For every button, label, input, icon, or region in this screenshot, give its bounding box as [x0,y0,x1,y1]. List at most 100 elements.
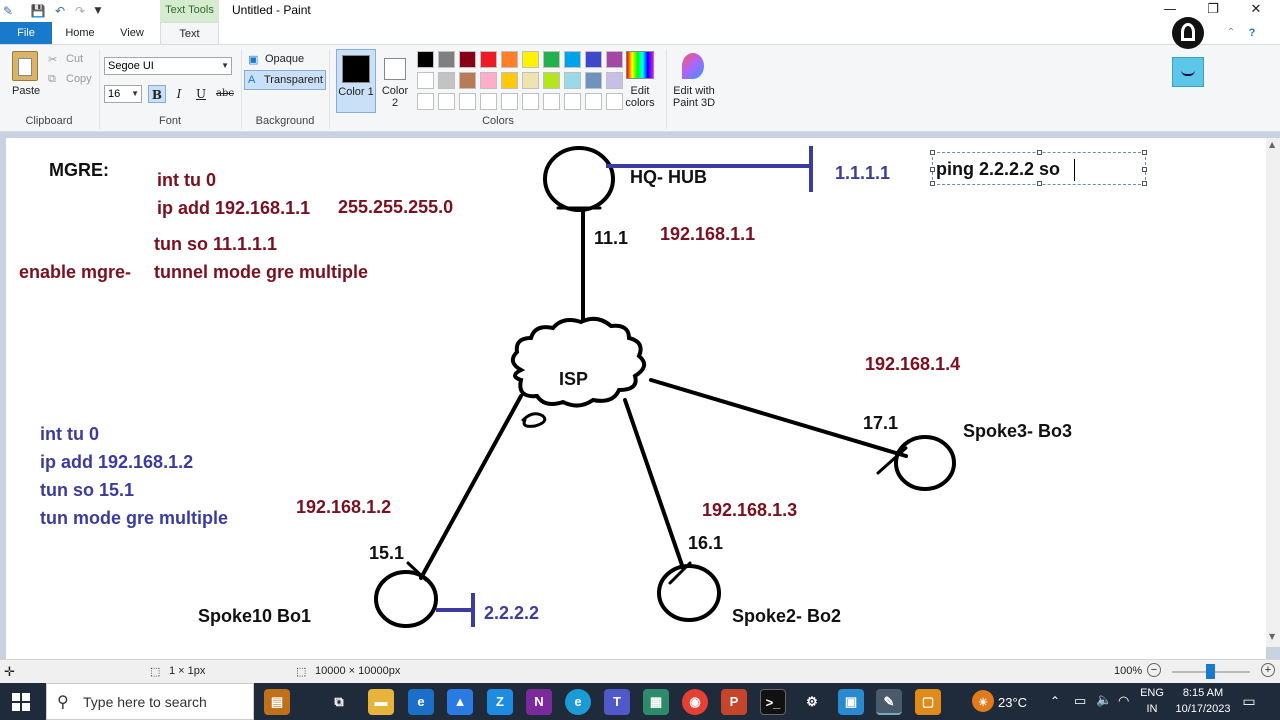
tab-home[interactable]: Home [65,27,95,39]
palette-swatch[interactable] [522,93,539,110]
tab-text[interactable]: Text [160,22,219,44]
paint3d-icon[interactable] [682,53,704,79]
screen-capture-icon[interactable] [1172,57,1204,87]
tray-overflow-icon[interactable]: ⌃ [1050,694,1061,708]
palette-swatch[interactable] [480,93,497,110]
palette-swatch[interactable] [438,51,455,68]
vertical-scrollbar[interactable]: ▲ ▼ [1266,138,1280,647]
minimize-button[interactable]: — [1163,2,1177,17]
font-family-select[interactable]: Segoe UI ▼ [104,57,232,75]
notifications-icon[interactable]: ▭ [1242,693,1256,709]
palette-swatch[interactable] [501,93,518,110]
resize-handle[interactable] [1142,167,1147,172]
palette-swatch[interactable] [417,72,434,89]
palette-swatch[interactable] [501,51,518,68]
palette-swatch[interactable] [543,93,560,110]
underline-button[interactable]: U [195,87,207,101]
strikethrough-button[interactable]: abc [216,88,234,99]
resize-handle[interactable] [930,181,935,186]
volume-icon[interactable]: 🔈 [1096,692,1113,707]
resize-handle[interactable] [1142,181,1147,186]
network-app-icon[interactable]: ▣ [838,689,864,715]
windows-start-icon[interactable] [12,693,30,711]
save-icon[interactable]: 💾 [30,4,46,18]
font-size-select[interactable]: 16 ▼ [104,85,142,103]
palette-swatch[interactable] [522,51,539,68]
copy-button[interactable]: Copy [66,73,92,85]
paste-button[interactable]: Paste [12,85,41,97]
palette-swatch[interactable] [459,93,476,110]
palette-swatch[interactable] [543,72,560,89]
paint-app-icon[interactable]: ✎ [2,4,14,18]
color1-button[interactable]: Color 1 [336,49,376,113]
palette-swatch[interactable] [417,51,434,68]
resize-handle[interactable] [930,167,935,172]
scroll-up-icon[interactable]: ▲ [1269,140,1276,149]
tab-view[interactable]: View [120,27,144,39]
palette-swatch[interactable] [606,93,623,110]
palette-swatch[interactable] [585,72,602,89]
cut-button[interactable]: Cut [66,53,84,65]
cut-icon[interactable]: ✂ [48,54,58,66]
calculator-icon[interactable]: ▦ [643,689,669,715]
palette-swatch[interactable] [438,93,455,110]
edge-icon[interactable]: e [565,689,591,715]
zoom-slider-thumb[interactable] [1206,664,1215,679]
palette-swatch[interactable] [522,72,539,89]
scroll-down-icon[interactable]: ▼ [1269,632,1276,641]
transparent-button[interactable]: A Transparent [244,70,326,90]
chrome-icon[interactable]: ◉ [682,689,708,715]
teams-icon[interactable]: T [604,689,630,715]
palette-swatch[interactable] [480,51,497,68]
customize-quick-access-icon[interactable]: ▼ [94,6,102,16]
palette-swatch[interactable] [459,51,476,68]
resize-handle[interactable] [930,150,935,155]
resize-handle[interactable] [1037,150,1042,155]
resize-handle[interactable] [1037,181,1042,186]
collapse-ribbon-icon[interactable]: ⌃ [1226,27,1236,38]
palette-swatch[interactable] [585,51,602,68]
help-icon[interactable]: ? [1248,27,1256,39]
network-icon[interactable]: ▭ [1074,693,1087,708]
file-explorer-icon[interactable]: ▬ [368,689,394,715]
snipping-tool-icon[interactable]: ▢ [915,689,941,715]
terminal-icon[interactable]: >_ [760,689,786,715]
tab-file[interactable]: File [0,22,52,44]
undo-icon[interactable]: ↶ [54,4,66,18]
photos-icon[interactable]: ▲ [447,689,473,715]
restore-button[interactable]: ❐ [1207,2,1219,17]
palette-swatch[interactable] [564,72,581,89]
task-view-icon[interactable]: ⧉ [334,694,344,709]
palette-swatch[interactable] [417,93,434,110]
palette-swatch[interactable] [459,72,476,89]
palette-swatch[interactable] [480,72,497,89]
italic-button[interactable]: I [176,87,182,101]
palette-swatch[interactable] [501,72,518,89]
edit-colors-icon[interactable] [626,51,654,79]
zoom-in-button[interactable]: + [1261,663,1275,677]
bold-button[interactable]: B [148,85,166,103]
paint-taskbar-icon[interactable]: ✎ [876,689,902,715]
palette-swatch[interactable] [585,93,602,110]
settings-icon[interactable]: ⚙ [806,694,818,709]
powerpoint-icon[interactable]: P [721,689,747,715]
copy-icon[interactable]: ⧉ [48,73,56,85]
palette-swatch[interactable] [606,72,623,89]
pen-overlay-icon[interactable] [1172,17,1204,49]
briefcase-icon[interactable]: ▤ [264,689,290,715]
taskbar-search-box[interactable]: ⚲ Type here to search [46,683,254,720]
paste-icon[interactable] [12,51,38,81]
weather-icon[interactable]: ☀ [972,690,994,712]
palette-swatch[interactable] [606,51,623,68]
zoom-app-icon[interactable]: Z [487,689,513,715]
weather-temperature[interactable]: 23°C [998,695,1028,710]
onenote-icon[interactable]: N [526,689,552,715]
language-region[interactable]: IN [1146,703,1158,715]
edge-legacy-icon[interactable]: e [408,689,434,715]
color2-button[interactable]: Color 2 [378,49,414,113]
wifi-icon[interactable]: ◠ [1118,693,1130,708]
drawing-canvas[interactable]: MGRE: int tu 0 ip add 192.168.1.1 255.25… [6,138,1266,659]
clock-date[interactable]: 10/17/2023 [1175,703,1231,715]
resize-handle[interactable] [1142,150,1147,155]
palette-swatch[interactable] [564,51,581,68]
